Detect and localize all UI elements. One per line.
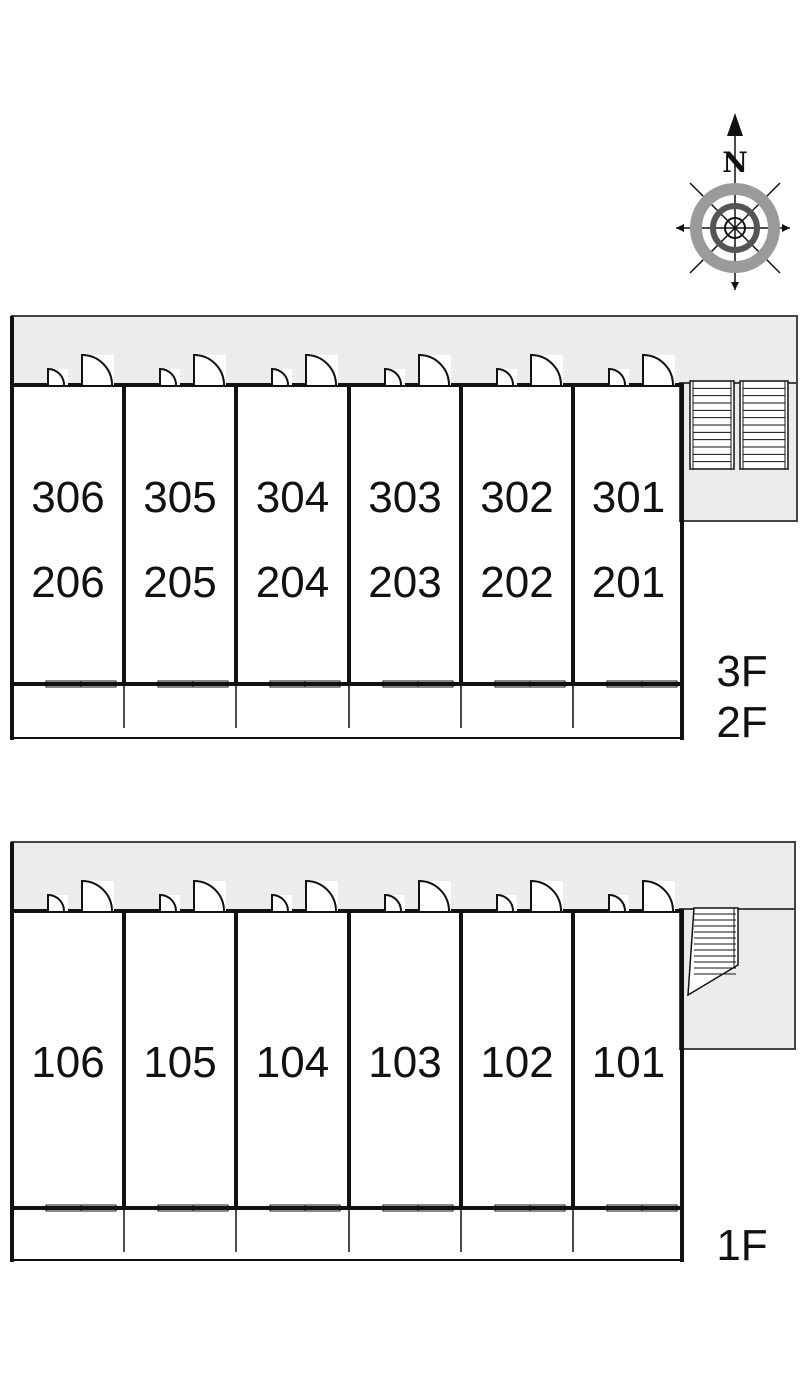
upper-building-block: 306 305 304 303 302 301 206 205 204 203 202 201 3F…: [10, 315, 798, 747]
unit-number: 105: [143, 1038, 216, 1087]
partition-wall: [459, 911, 463, 1208]
entrance-door-icon: [271, 353, 338, 386]
partition-wall: [122, 911, 126, 1208]
entrance-door-icon: [159, 879, 226, 912]
unit-number: 201: [592, 558, 665, 607]
floor-label-3f: 3F: [716, 647, 767, 696]
partition-wall: [571, 911, 575, 1208]
entrance-door-icon: [496, 353, 563, 386]
unit-number: 103: [368, 1038, 441, 1087]
staircase-ground: [687, 907, 739, 997]
unit-number: 305: [143, 473, 216, 522]
entrance-door-icon: [384, 353, 451, 386]
lower-building-block: 106 105 104 103 102 101 1F: [10, 841, 796, 1270]
unit-number: 102: [480, 1038, 553, 1087]
entrance-door-icon: [47, 879, 114, 912]
partition-wall: [234, 911, 238, 1208]
unit-number: 106: [31, 1038, 104, 1087]
entrance-door-icon: [47, 353, 114, 386]
entrance-door-icon: [384, 879, 451, 912]
partition-wall: [347, 911, 351, 1208]
unit-number: 203: [368, 558, 441, 607]
unit-number: 101: [592, 1038, 665, 1087]
staircase-right: [739, 380, 789, 470]
partition-wall: [234, 385, 238, 684]
partition-wall: [571, 385, 575, 684]
unit-number: 205: [143, 558, 216, 607]
partition-wall: [122, 385, 126, 684]
compass-icon: N: [676, 113, 790, 290]
entrance-door-icon: [271, 879, 338, 912]
staircase-left: [689, 380, 735, 470]
entrance-door-icon: [608, 879, 675, 912]
unit-number: 206: [31, 558, 104, 607]
unit-number: 304: [256, 473, 329, 522]
floor-label-2f: 2F: [716, 698, 767, 747]
unit-number: 104: [256, 1038, 329, 1087]
unit-number: 302: [480, 473, 553, 522]
unit-number: 303: [368, 473, 441, 522]
north-label: N: [722, 146, 748, 179]
entrance-door-icon: [496, 879, 563, 912]
unit-number: 202: [480, 558, 553, 607]
unit-number: 204: [256, 558, 329, 607]
unit-number: 301: [592, 473, 665, 522]
entrance-door-icon: [608, 353, 675, 386]
entrance-door-icon: [159, 353, 226, 386]
partition-wall: [347, 385, 351, 684]
partition-wall: [459, 385, 463, 684]
floor-label-1f: 1F: [716, 1221, 767, 1270]
unit-number: 306: [31, 473, 104, 522]
